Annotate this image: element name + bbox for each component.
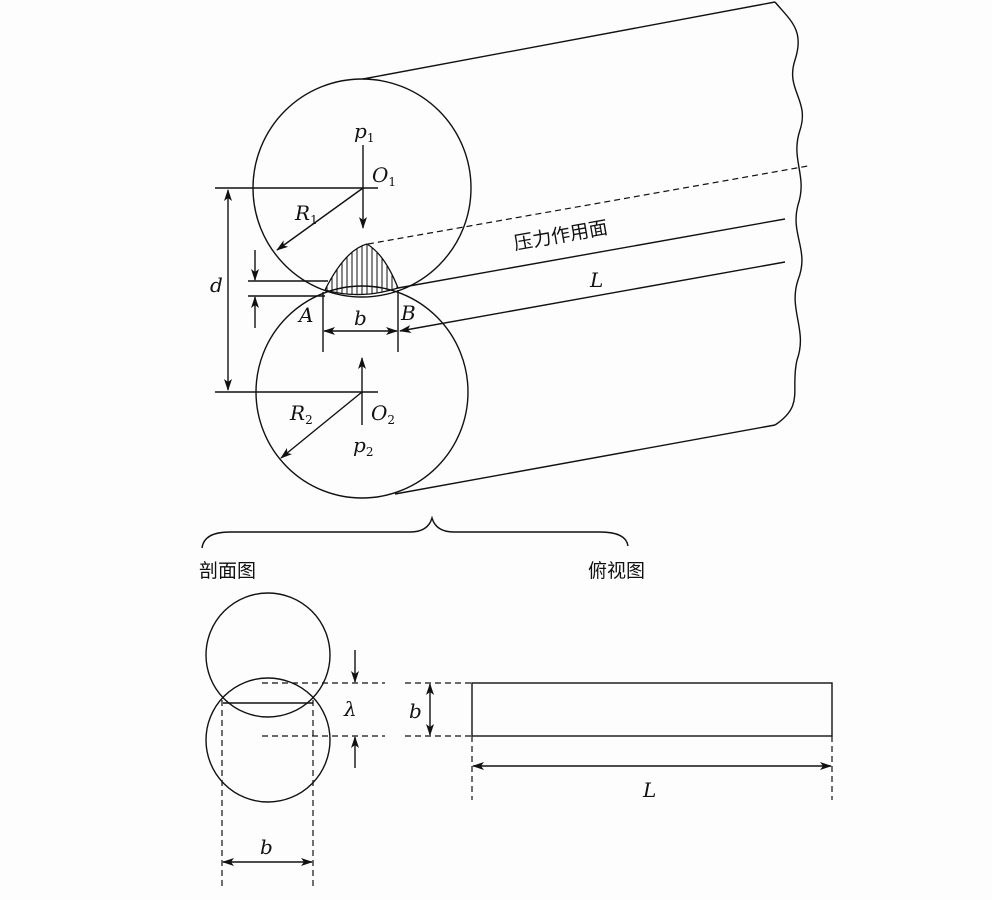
contact-line [397, 218, 786, 289]
label-o2: O2 [371, 401, 395, 427]
label-l-bottom: L [642, 778, 656, 802]
cylinder-outline [362, 1, 804, 495]
label-top-view: 俯视图 [588, 560, 645, 582]
label-a: A [297, 303, 313, 327]
section-lower-circle [205, 677, 331, 803]
label-b-point: B [400, 301, 416, 325]
label-r2: R2 [289, 401, 313, 427]
pressure-distribution-hatch [324, 243, 399, 296]
contact-strip-top-view [471, 682, 833, 737]
label-r1: R1 [294, 201, 318, 227]
label-d: d [210, 273, 223, 297]
label-o1: O1 [372, 163, 396, 189]
radius-r2-arrow [280, 391, 363, 459]
radius-r1-arrow [276, 187, 364, 251]
width-b-dimension [322, 290, 399, 352]
label-p2: p2 [353, 433, 373, 459]
label-b-side: b [409, 699, 422, 723]
label-section-view: 剖面图 [199, 560, 256, 582]
label-p1: p1 [354, 119, 374, 145]
label-lambda: λ [343, 697, 357, 721]
grouping-brace [201, 515, 629, 549]
distance-d-dimension [215, 187, 378, 393]
label-pressure-surface: 压力作用面 [512, 217, 609, 255]
label-b-width: b [354, 306, 367, 330]
length-leader-arrow [399, 261, 786, 333]
section-upper-circle [205, 592, 331, 718]
label-b-bottom: b [260, 835, 273, 859]
label-l-length: L [589, 268, 603, 292]
overlap-dimension [248, 250, 328, 328]
pressure-surface-dashed-line [367, 165, 809, 245]
